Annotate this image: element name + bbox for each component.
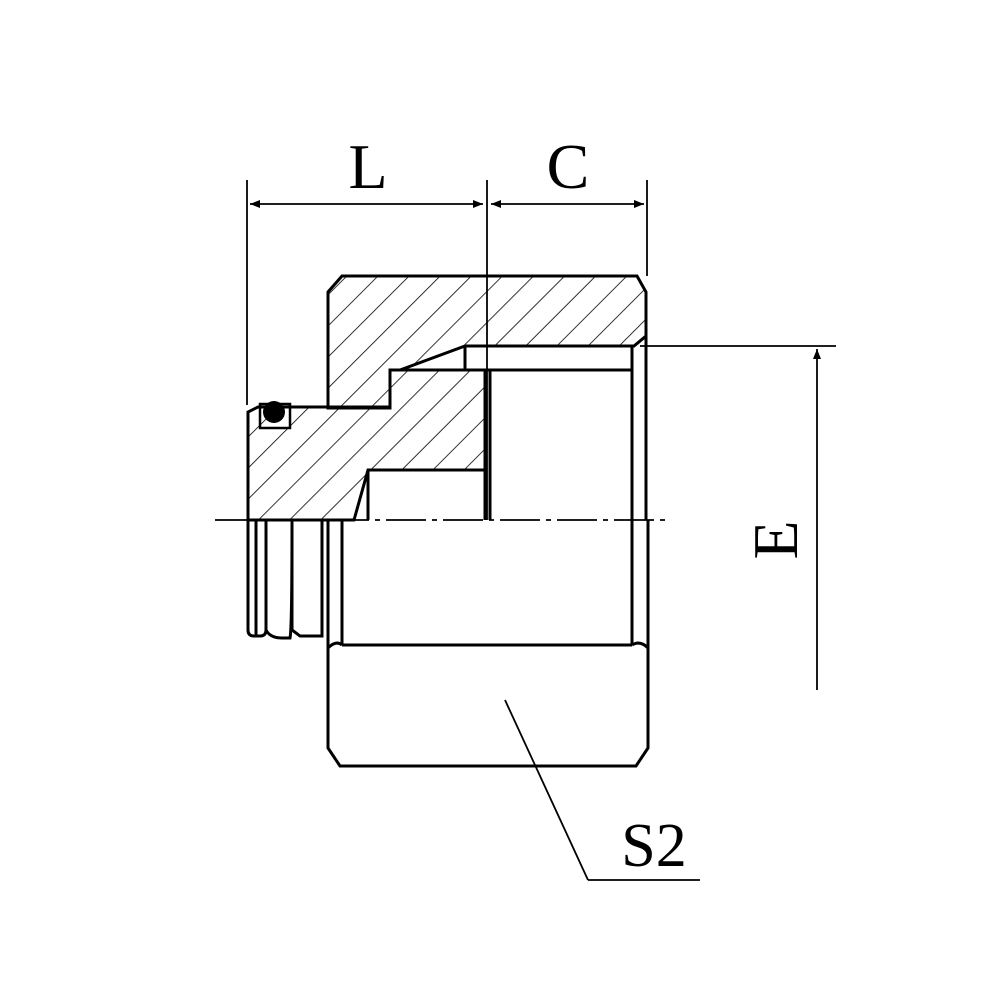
dimension-l [246, 180, 488, 520]
dimension-c-label: C [547, 131, 590, 202]
dimension-c [491, 180, 648, 276]
o-ring [258, 401, 292, 430]
dimension-e [640, 345, 836, 690]
dimension-e-label: E [740, 520, 811, 559]
nut-exterior-view [246, 519, 650, 768]
dimension-l-label: L [348, 131, 387, 202]
callout-s2-label: S2 [621, 812, 686, 880]
callout-s2-leader [504, 699, 700, 881]
nut-bore-lines [366, 336, 648, 520]
